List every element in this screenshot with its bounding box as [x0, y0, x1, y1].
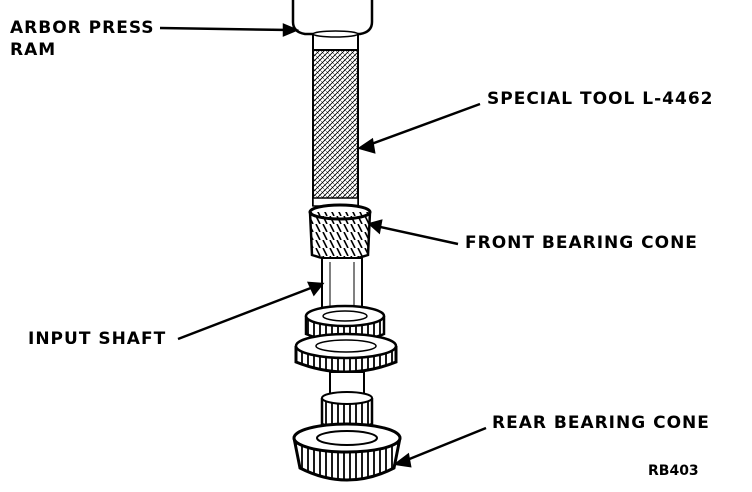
- front-bearing-leader: [375, 224, 459, 246]
- front-bearing-cone-label: FRONT BEARING CONE: [465, 233, 698, 253]
- input-shaft-label: INPUT SHAFT: [28, 329, 167, 349]
- arbor-press-ram-label: ARBOR PRESS RAM: [10, 17, 155, 61]
- middle-gear: [294, 332, 398, 374]
- leader-lines: [159, 23, 487, 468]
- input-shaft-leader: [177, 284, 317, 341]
- arbor-press-ram-label-line2: RAM: [10, 40, 57, 60]
- special-tool-label: SPECIAL TOOL L-4462: [487, 89, 714, 109]
- front-bearing-cone: [308, 203, 372, 262]
- lower-shaft: [320, 371, 374, 431]
- tool-leader: [365, 102, 481, 148]
- arbor-press-ram-label-line1: ARBOR PRESS: [10, 18, 155, 38]
- input-shaft: [321, 257, 363, 311]
- special-tool: [312, 30, 359, 207]
- arbor-press-ram: [291, 0, 374, 36]
- figure-code-label: RB403: [648, 463, 699, 479]
- rear-bearing-cone: [292, 422, 402, 482]
- ram-leader: [159, 26, 291, 32]
- rear-bearing-leader: [401, 426, 487, 464]
- rear-bearing-cone-label: REAR BEARING CONE: [492, 413, 710, 433]
